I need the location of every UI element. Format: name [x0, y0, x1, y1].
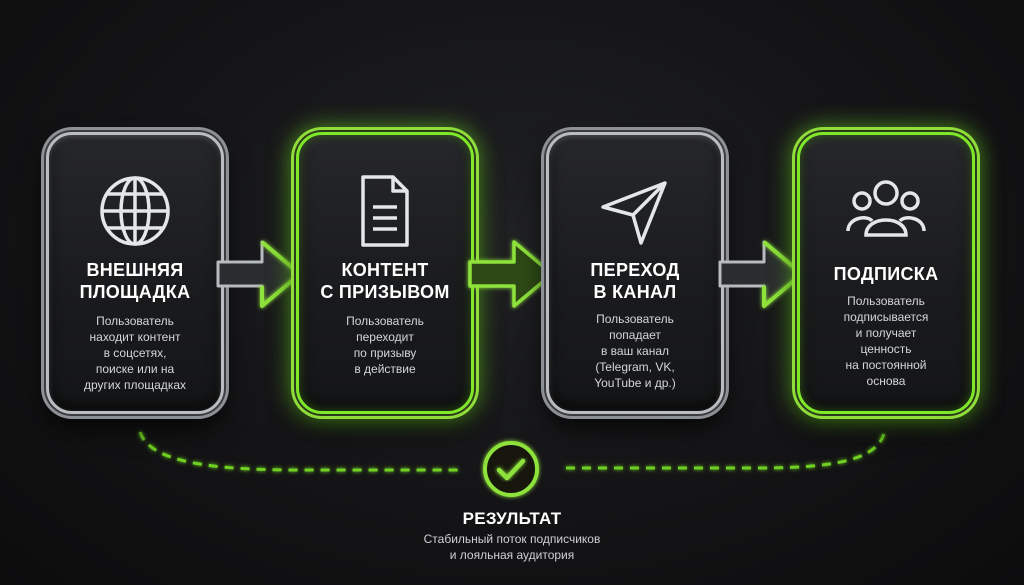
paper-plane-icon [595, 171, 675, 251]
step-title: ВНЕШНЯЯ ПЛОЩАДКА [79, 260, 191, 302]
dashed-line-left [138, 431, 462, 472]
step-description: Пользователь попадает в ваш канал (Teleg… [594, 312, 676, 390]
step-description: Пользователь переходит по призыву в дейс… [346, 314, 424, 376]
checkmark-icon [480, 438, 542, 500]
step-title: ПОДПИСКА [833, 264, 939, 284]
step-title: ПЕРЕХОД В КАНАЛ [590, 260, 680, 302]
users-icon [846, 171, 926, 251]
result-description: Стабильный поток подписчиков и лояльная … [423, 532, 601, 562]
dashed-line-right [566, 429, 887, 470]
step-title: КОНТЕНТ С ПРИЗЫВОМ [320, 260, 450, 302]
step-card-external-platform: ВНЕШНЯЯ ПЛОЩАДКА Пользователь находит ко… [46, 132, 224, 414]
step-card-content-with-cta: КОНТЕНТ С ПРИЗЫВОМ Пользователь переходи… [296, 132, 474, 414]
step-card-channel-transition: ПЕРЕХОД В КАНАЛ Пользователь попадает в … [546, 132, 724, 414]
step-description: Пользователь подписывается и получает це… [843, 294, 929, 388]
flow-arrow-3 [716, 232, 806, 316]
flow-arrow-2 [466, 232, 556, 316]
result-title: РЕЗУЛЬТАТ [462, 509, 562, 528]
globe-icon [95, 171, 175, 251]
step-card-subscription: ПОДПИСКА Пользователь подписывается и по… [797, 132, 975, 414]
document-icon [345, 171, 425, 251]
flow-arrow-1 [214, 232, 304, 316]
step-description: Пользователь находит контент в соцсетях,… [84, 314, 186, 392]
